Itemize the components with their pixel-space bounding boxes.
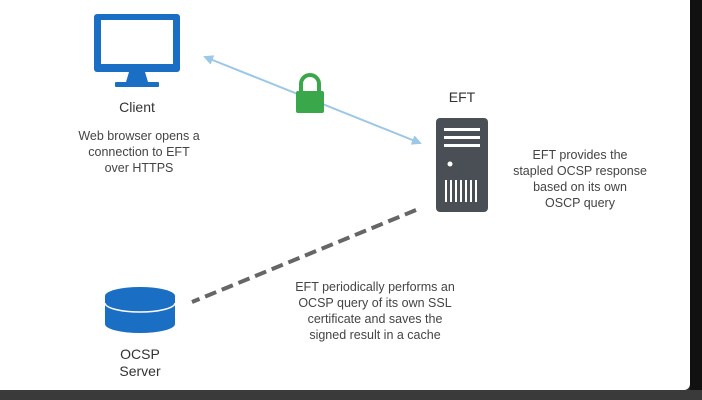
diagram-graphics bbox=[94, 14, 488, 333]
eft-description: EFT provides the stapled OCSP response b… bbox=[510, 147, 650, 211]
ocsp-description-line: certificate and saves the bbox=[307, 312, 443, 326]
monitor-icon bbox=[94, 14, 180, 87]
ocsp-query-dashed-line bbox=[191, 208, 417, 304]
client-description-line: Web browser opens a bbox=[78, 129, 200, 143]
client-description-line: over HTTPS bbox=[104, 161, 174, 175]
eft-description-line: OSCP query bbox=[545, 196, 615, 210]
eft-description-line: based on its own bbox=[533, 180, 627, 194]
diagram-canvas: Client Web browser opens a connection to… bbox=[0, 0, 690, 390]
ocsp-description-line: EFT periodically performs an bbox=[295, 280, 455, 294]
client-description: Web browser opens a connection to EFT ov… bbox=[64, 128, 214, 176]
ocsp-description-line: signed result in a cache bbox=[309, 328, 441, 342]
ocsp-description: EFT periodically performs an OCSP query … bbox=[275, 279, 475, 343]
client-description-line: connection to EFT bbox=[88, 145, 190, 159]
eft-label: EFT bbox=[448, 89, 476, 105]
ocsp-server-label-line: Server bbox=[119, 363, 161, 379]
database-icon bbox=[104, 287, 176, 333]
padlock-icon bbox=[296, 73, 324, 113]
ocsp-server-label: OCSP Server bbox=[100, 346, 180, 380]
server-tower-icon bbox=[436, 118, 488, 212]
eft-description-line: stapled OCSP response bbox=[513, 164, 647, 178]
ocsp-description-line: OCSP query of its own SSL bbox=[298, 296, 452, 310]
window-edge bbox=[690, 0, 702, 400]
client-label: Client bbox=[119, 99, 155, 115]
ocsp-server-label-line: OCSP bbox=[120, 346, 160, 362]
bottom-bar bbox=[0, 390, 702, 400]
eft-description-line: EFT provides the bbox=[532, 148, 628, 162]
